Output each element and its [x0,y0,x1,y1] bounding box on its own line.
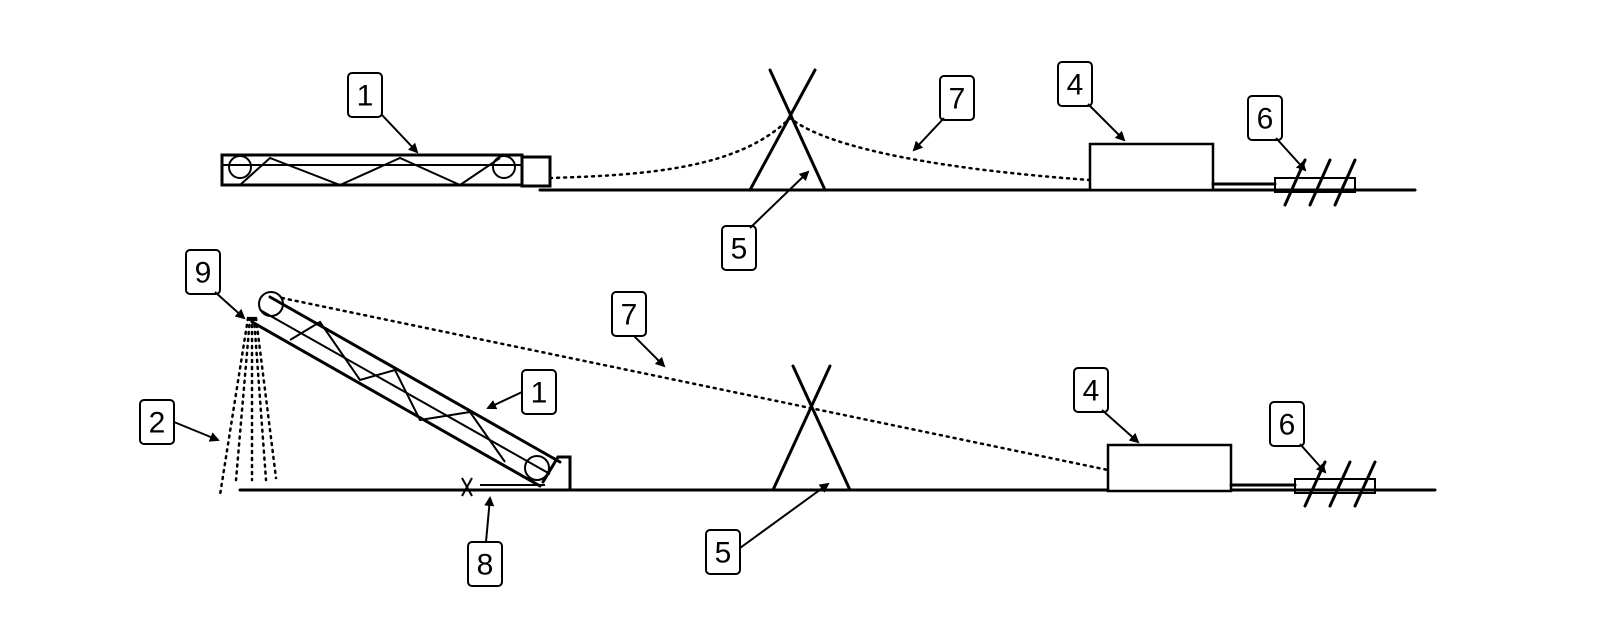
bottom-label-winch-box [1073,367,1109,413]
top-label-tripod-box [721,225,757,271]
bottom-label-truss-arrow [486,391,523,410]
bottom-label-spray-box [185,249,221,295]
top-label-winch: 4 [1057,61,1126,142]
bottom-anchor-stake-2 [1328,460,1352,508]
top-tripod [748,68,827,192]
bottom-label-anchor-text: 6 [1279,409,1296,442]
bottom-label-winch-text: 4 [1083,375,1100,408]
top-label-winch-box [1057,61,1093,107]
bottom-truss-top-chord [268,295,562,464]
top-truss [220,153,552,188]
bottom-anchor [1294,460,1377,508]
bottom-label-cable: 7 [611,291,666,368]
bottom-truss-bottom-chord [250,320,542,488]
top-label-tripod-text: 5 [731,233,748,266]
bottom-truss-base-bracket [541,455,572,492]
bottom-label-anchor-box [1269,401,1305,447]
top-label-tripod-arrow [749,170,810,229]
bottom-label-spray: 9 [185,249,246,320]
spray-line-2 [234,316,252,482]
bottom-label-water-text: 2 [149,407,166,440]
bottom-truss [250,291,572,492]
bottom-label-spray-arrow [214,291,246,320]
bottom-label-tripod-arrow [739,482,830,549]
bottom-pivot-mark [461,477,473,497]
bottom-anchor-stake-3 [1353,460,1377,508]
bottom-winch-box [1106,443,1233,493]
bottom-label-water: 2 [139,399,220,445]
bottom-tripod [771,364,852,492]
bottom-truss-lattice [289,320,506,463]
top-label-anchor-box [1247,95,1283,141]
top-label-anchor-text: 6 [1257,103,1274,136]
spray-line-1 [218,316,250,497]
bottom-label-pivot-box [467,541,503,587]
top-label-cable: 7 [912,75,975,152]
top-label-truss-box [347,72,383,118]
bottom-label-spray-text: 9 [195,257,212,290]
bottom-label-water-arrow [173,421,220,442]
bottom-label-pivot-text: 8 [477,549,494,582]
top-truss-endcap [520,155,552,188]
bottom-label-tripod-text: 5 [715,537,732,570]
bottom-label-anchor: 6 [1269,401,1327,474]
top-tripod-leg-left [748,68,817,192]
top-winch-box [1088,142,1215,192]
pivot-stroke-2 [461,477,473,497]
top-label-anchor-arrow [1275,137,1307,172]
bottom-scene: 9 7 2 1 4 6 8 [139,249,1437,587]
top-cable [548,116,1092,182]
bottom-tripod-leg-right [791,364,852,492]
top-truss-wheel-right [492,155,516,179]
bottom-label-cable-arrow [633,335,666,368]
bottom-label-truss: 1 [486,369,557,415]
top-label-cable-box [939,75,975,121]
bottom-label-pivot-arrow [484,496,495,543]
top-label-anchor: 6 [1247,95,1307,172]
top-anchor [1274,158,1357,207]
top-tripod-leg-right [768,68,827,192]
top-truss-lattice [239,156,501,187]
top-label-tripod: 5 [721,170,810,271]
bottom-label-cable-box [611,291,647,337]
bottom-label-winch: 4 [1073,367,1140,444]
bottom-label-cable-text: 7 [621,299,638,332]
bottom-truss-wheel-bottom [524,455,550,481]
spray-line-5 [254,316,278,480]
top-truss-wheel-left [228,155,252,179]
bottom-water-spray [218,316,278,497]
bottom-truss-wheel-top [258,291,284,317]
bottom-label-tripod-box [705,529,741,575]
top-label-cable-text: 7 [949,83,966,116]
top-label-truss-arrow [381,114,419,154]
bottom-label-anchor-arrow [1299,443,1327,474]
bottom-label-winch-arrow [1101,409,1140,444]
top-label-winch-arrow [1087,103,1126,142]
top-label-truss-text: 1 [357,80,374,113]
bottom-label-pivot: 8 [467,496,503,587]
top-scene: 1 7 4 6 5 [220,61,1417,271]
top-label-truss: 1 [347,72,419,154]
bottom-tripod-leg-left [771,364,832,492]
bottom-label-tripod: 5 [705,482,830,575]
top-anchor-stake-2 [1308,158,1332,207]
top-anchor-stake-3 [1333,158,1357,207]
top-label-cable-arrow [912,117,945,152]
bottom-cable [280,296,1110,472]
bottom-label-truss-text: 1 [531,377,548,410]
spray-line-4 [252,316,268,482]
top-label-winch-text: 4 [1067,69,1084,102]
